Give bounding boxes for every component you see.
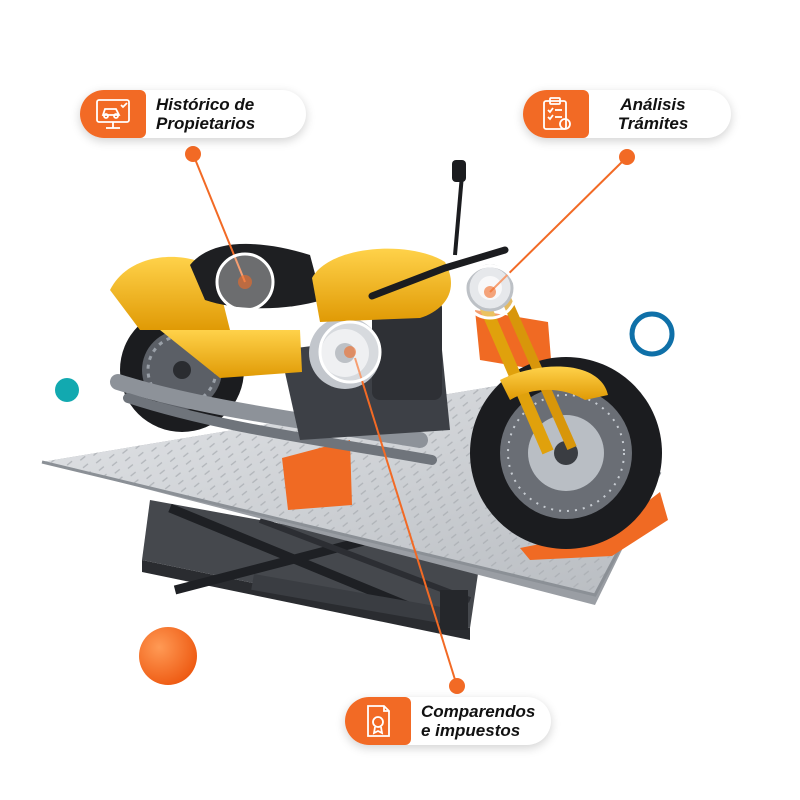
callout-historico: Histórico de Propietarios xyxy=(80,90,306,138)
callout-connectors xyxy=(185,146,635,694)
callout-comparendos-label: Comparendos e impuestos xyxy=(421,702,536,740)
orange-dot xyxy=(139,627,197,685)
callout-comparendos: Comparendos e impuestos xyxy=(345,697,551,745)
callout-analisis-label: Análisis Trámites xyxy=(617,95,689,133)
callout-analisis: Análisis Trámites xyxy=(523,90,731,138)
teal-dot xyxy=(55,378,79,402)
monitor-car-icon xyxy=(80,90,146,138)
clipboard-check-icon xyxy=(523,90,589,138)
document-seal-icon xyxy=(345,697,411,745)
motorcycle-illustration xyxy=(110,160,662,549)
callout-historico-label: Histórico de Propietarios xyxy=(156,95,256,133)
blue-ring xyxy=(629,311,675,357)
lift-base xyxy=(142,500,480,640)
